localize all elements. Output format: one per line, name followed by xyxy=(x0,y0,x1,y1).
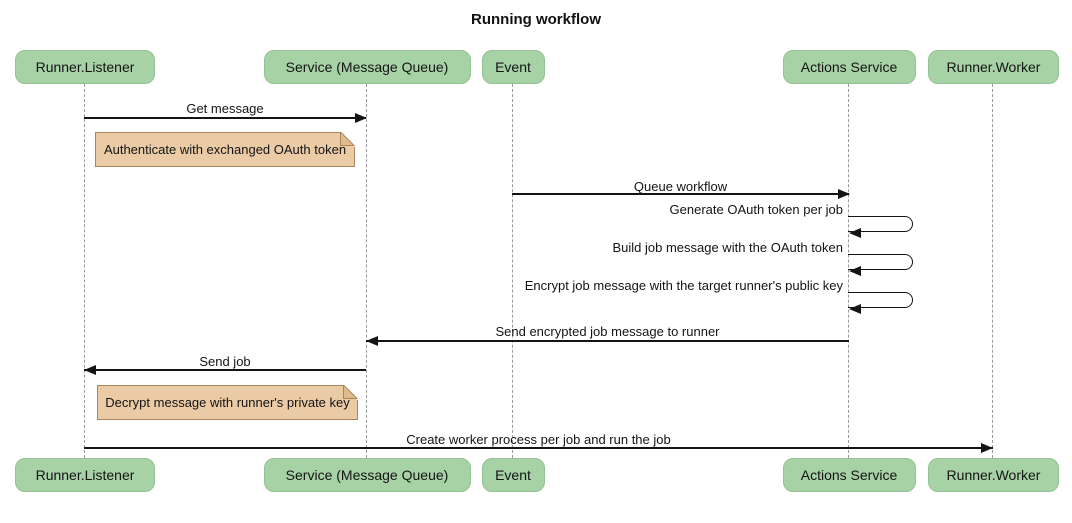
message-label-build-job-message: Build job message with the OAuth token xyxy=(612,240,843,255)
note-fold-icon xyxy=(340,132,355,147)
note-decrypt: Decrypt message with runner's private ke… xyxy=(97,385,358,420)
arrowhead-left-icon xyxy=(849,266,861,276)
self-loop-generate-oauth xyxy=(848,216,913,232)
note-text: Decrypt message with runner's private ke… xyxy=(105,395,350,410)
message-label-create-worker: Create worker process per job and run th… xyxy=(406,432,671,447)
lifeline-runner-worker xyxy=(992,84,993,458)
arrowhead-left-icon xyxy=(84,365,96,375)
actor-top-runner-worker: Runner.Worker xyxy=(928,50,1059,84)
note-text: Authenticate with exchanged OAuth token xyxy=(103,142,347,157)
actor-bottom-service-mq: Service (Message Queue) xyxy=(263,458,471,492)
note-authenticate: Authenticate with exchanged OAuth token xyxy=(95,132,355,167)
message-arrow-send-encrypted xyxy=(366,340,849,342)
message-label-generate-oauth: Generate OAuth token per job xyxy=(669,202,843,217)
arrowhead-right-icon xyxy=(981,443,993,453)
message-label-queue-workflow: Queue workflow xyxy=(633,179,728,194)
arrowhead-right-icon xyxy=(838,189,850,199)
actor-bottom-runner-listener: Runner.Listener xyxy=(15,458,155,492)
diagram-title: Running workflow xyxy=(471,11,601,28)
message-arrow-queue-workflow xyxy=(512,193,849,195)
self-loop-encrypt-job-message xyxy=(848,292,913,308)
lifeline-actions-service xyxy=(847,84,849,458)
arrowhead-left-icon xyxy=(849,304,861,314)
message-label-send-job: Send job xyxy=(199,354,251,369)
message-label-send-encrypted: Send encrypted job message to runner xyxy=(495,324,720,339)
actor-top-actions-service: Actions Service xyxy=(782,50,916,84)
arrowhead-right-icon xyxy=(355,113,367,123)
message-arrow-send-job xyxy=(84,369,366,371)
message-arrow-create-worker xyxy=(84,447,993,449)
actor-top-service-mq: Service (Message Queue) xyxy=(263,50,471,84)
actor-top-runner-listener: Runner.Listener xyxy=(15,50,155,84)
arrowhead-left-icon xyxy=(849,228,861,238)
message-arrow-get-message xyxy=(84,117,366,119)
message-label-encrypt-job-message: Encrypt job message with the target runn… xyxy=(524,278,843,293)
actor-bottom-event: Event xyxy=(481,458,545,492)
self-loop-build-job-message xyxy=(848,254,913,270)
actor-bottom-actions-service: Actions Service xyxy=(782,458,916,492)
lifeline-runner-listener xyxy=(83,84,85,458)
actor-top-event: Event xyxy=(481,50,545,84)
arrowhead-left-icon xyxy=(366,336,378,346)
lifeline-event xyxy=(511,84,513,458)
actor-bottom-runner-worker: Runner.Worker xyxy=(928,458,1059,492)
message-label-get-message: Get message xyxy=(186,101,264,116)
lifeline-service-mq xyxy=(365,84,367,458)
note-fold-icon xyxy=(343,385,358,400)
